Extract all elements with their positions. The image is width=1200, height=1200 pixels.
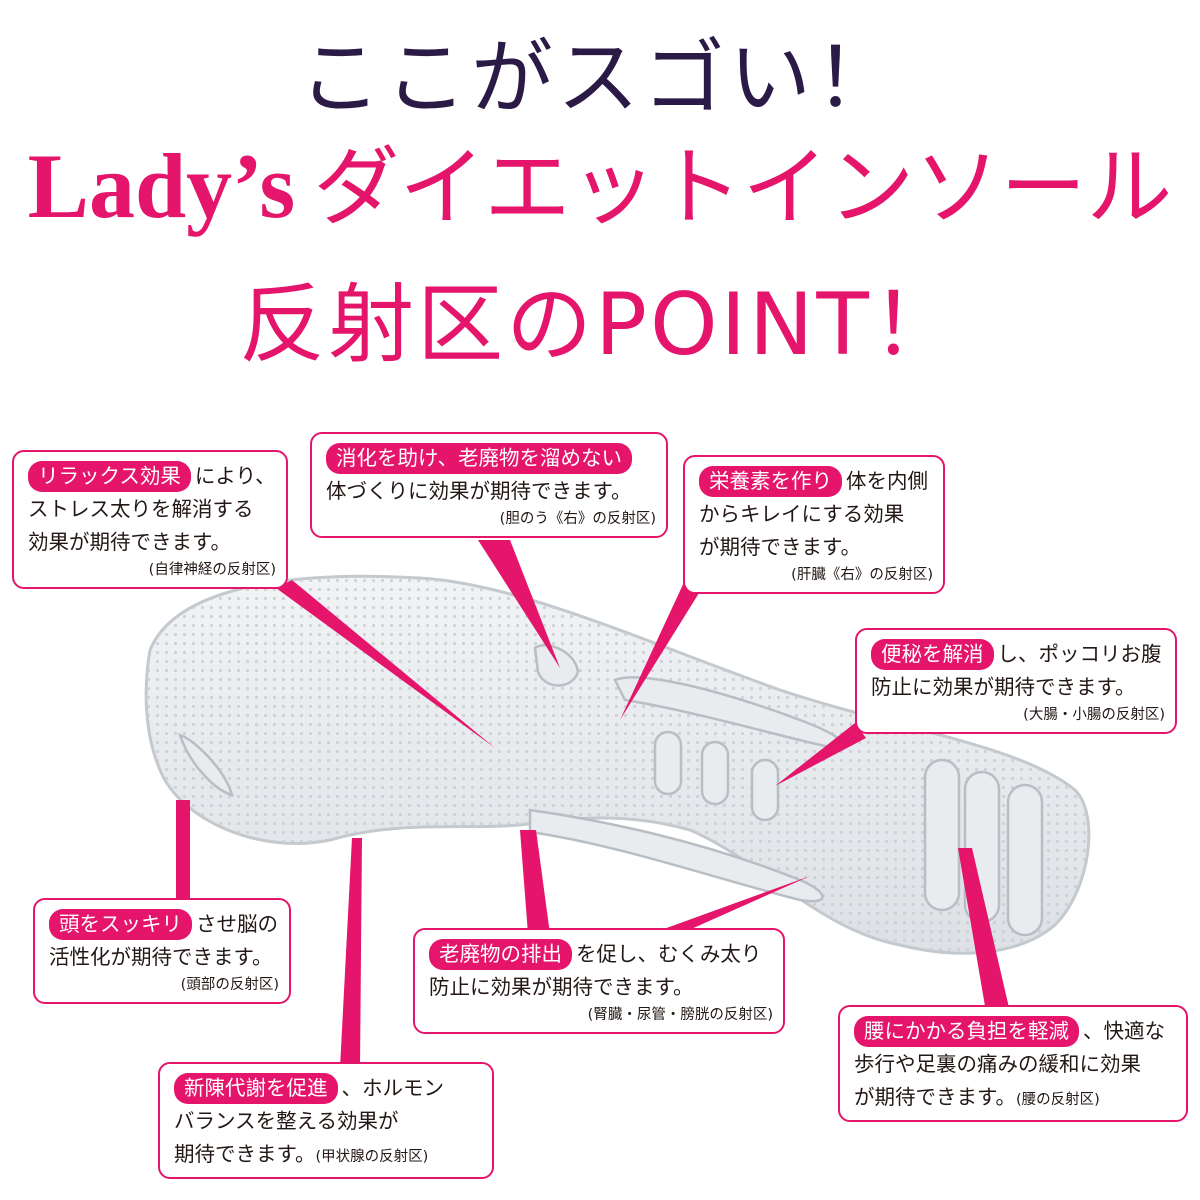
callout-constipation-line1: し、ポッコリお腹 xyxy=(997,642,1162,666)
callout-head-zone: (頭部の反射区) xyxy=(180,977,279,993)
callout-head-line2: 活性化が期待できます。 xyxy=(49,945,273,969)
callout-head-line1: させ脳の xyxy=(196,912,278,936)
callout-waste-tag: 老廃物の排出 xyxy=(429,939,572,970)
insole-ridges xyxy=(178,644,1044,937)
callout-constipation: 便秘を解消し、ポッコリお腹 防止に効果が期待できます。 (大腸・小腸の反射区) xyxy=(855,628,1177,734)
callout-nutrient-tag: 栄養素を作り xyxy=(699,466,842,497)
callout-nutrient-line2: からキレイにする効果 xyxy=(699,502,905,526)
callout-constipation-tag: 便秘を解消 xyxy=(871,639,994,670)
callout-digest: 消化を助け、老廃物を溜めない 体づくりに効果が期待できます。 (胆のう《右》の反… xyxy=(310,432,668,538)
callout-metabolism-tag: 新陳代謝を促進 xyxy=(174,1073,338,1104)
callout-waist-tag: 腰にかかる負担を軽減 xyxy=(854,1016,1079,1047)
callout-metabolism-line1: 、ホルモン xyxy=(341,1076,445,1100)
callout-relax-line3: 効果が期待できます。 xyxy=(28,530,231,554)
callout-waste-line2: 防止に効果が期待できます。 xyxy=(429,975,694,999)
callout-relax-line1: により、 xyxy=(194,464,276,488)
callout-digest-line2: 体づくりに効果が期待できます。 xyxy=(326,479,632,503)
callout-constipation-zone: (大腸・小腸の反射区) xyxy=(1023,707,1165,723)
callout-waist-line1: 、快適な xyxy=(1083,1019,1165,1043)
callout-head-tag: 頭をスッキリ xyxy=(49,909,192,940)
callout-waste: 老廃物の排出を促し、むくみ太り 防止に効果が期待できます。 (腎臓・尿管・膀胱の… xyxy=(413,928,785,1034)
callout-nutrient: 栄養素を作り体を内側 からキレイにする効果 が期待できます。 (肝臓《右》の反射… xyxy=(683,455,945,594)
brand-name: Lady’s xyxy=(27,135,296,237)
callout-head: 頭をスッキリさせ脳の 活性化が期待できます。 (頭部の反射区) xyxy=(33,898,291,1004)
callout-constipation-line2: 防止に効果が期待できます。 xyxy=(871,675,1136,699)
headline-line1: ここがスゴい！ xyxy=(298,31,901,126)
callout-digest-tag: 消化を助け、老廃物を溜めない xyxy=(326,443,632,474)
callout-relax-tag: リラックス効果 xyxy=(28,461,191,492)
callout-waist: 腰にかかる負担を軽減、快適な 歩行や足裏の痛みの緩和に効果 が期待できます。(腰… xyxy=(838,1005,1188,1122)
callout-waist-line3: が期待できます。 xyxy=(854,1085,1016,1109)
callout-relax: リラックス効果により、 ストレス太りを解消する 効果が期待できます。 (自律神経… xyxy=(12,450,288,589)
callout-relax-line2: ストレス太りを解消する xyxy=(28,497,254,521)
headline-line3: 反射区のPOINT！ xyxy=(239,275,961,375)
callout-metabolism: 新陳代謝を促進、ホルモン バランスを整える効果が 期待できます。(甲状腺の反射区… xyxy=(158,1062,494,1179)
callout-waist-line2: 歩行や足裏の痛みの緩和に効果 xyxy=(854,1052,1141,1076)
callout-metabolism-line3: 期待できます。 xyxy=(174,1142,316,1166)
callout-pointers xyxy=(176,540,1010,1068)
insole-shape xyxy=(144,574,1091,955)
callout-metabolism-line2: バランスを整える効果が xyxy=(174,1109,399,1133)
callout-waste-zone: (腎臓・尿管・膀胱の反射区) xyxy=(587,1007,773,1023)
callout-nutrient-line3: が期待できます。 xyxy=(699,535,861,559)
callout-nutrient-zone: (肝臓《右》の反射区) xyxy=(791,567,933,583)
callout-metabolism-zone: (甲状腺の反射区) xyxy=(315,1149,429,1165)
callout-waste-line1: を促し、むくみ太り xyxy=(576,942,762,966)
callout-nutrient-line1: 体を内側 xyxy=(846,469,928,493)
callout-waist-zone: (腰の反射区) xyxy=(1015,1092,1100,1108)
product-name: ダイエットインソール xyxy=(313,138,1173,238)
callout-relax-zone: (自律神経の反射区) xyxy=(148,562,276,578)
callout-digest-zone: (胆のう《右》の反射区) xyxy=(499,511,656,527)
